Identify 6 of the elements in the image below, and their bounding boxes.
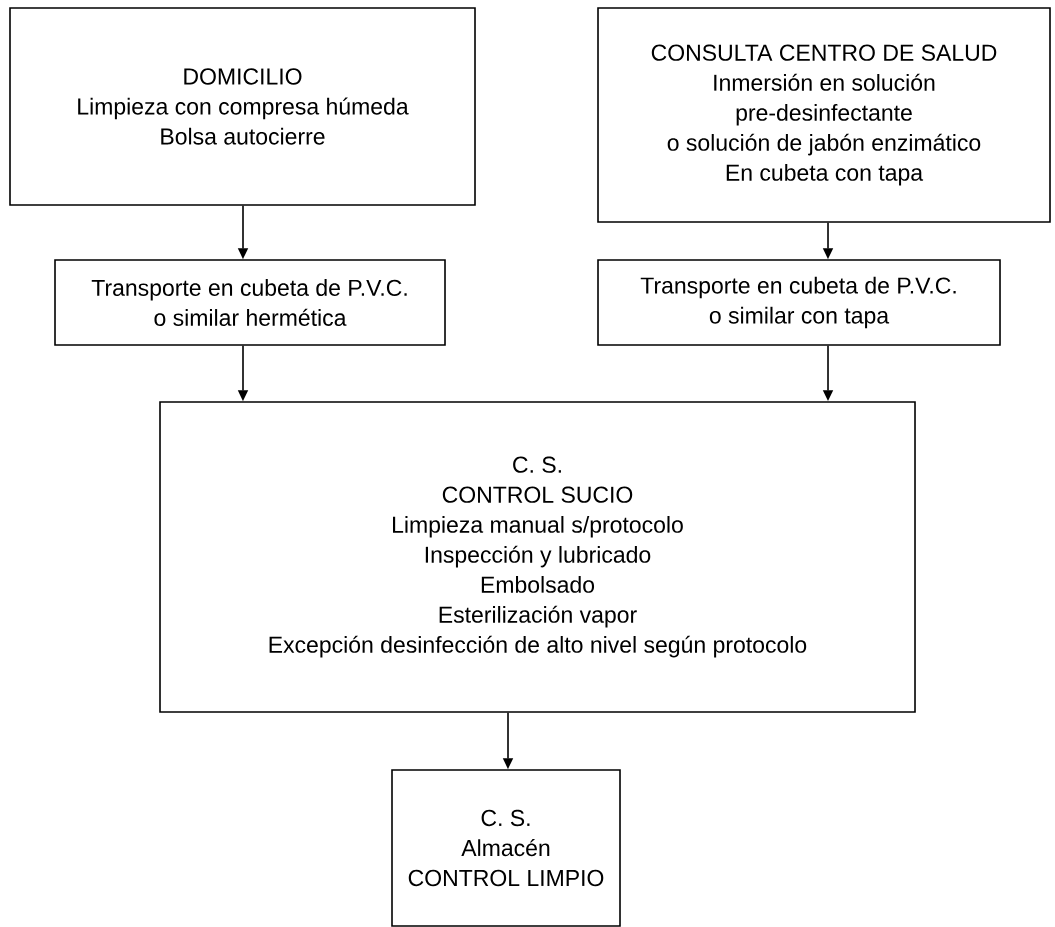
process-box: Transporte en cubeta de P.V.C. o similar hermética	[54, 259, 446, 346]
process-box: CONSULTA CENTRO DE SALUD Inmersión en solución pre-desinfectante o solución de jabón enzimático En cubeta con tapa	[597, 7, 1051, 223]
process-box: DOMICILIO Limpieza con compresa húmeda Bolsa autocierre	[9, 7, 476, 206]
process-box: C. S. CONTROL SUCIO Limpieza manual s/protocolo Inspección y lubricado Embolsado Esterilización vapor Excepción desinfección de alto nivel según protocolo	[159, 401, 916, 713]
process-box: Transporte en cubeta de P.V.C. o similar con tapa	[597, 259, 1001, 346]
process-box: C. S. Almacén CONTROL LIMPIO	[391, 769, 621, 927]
